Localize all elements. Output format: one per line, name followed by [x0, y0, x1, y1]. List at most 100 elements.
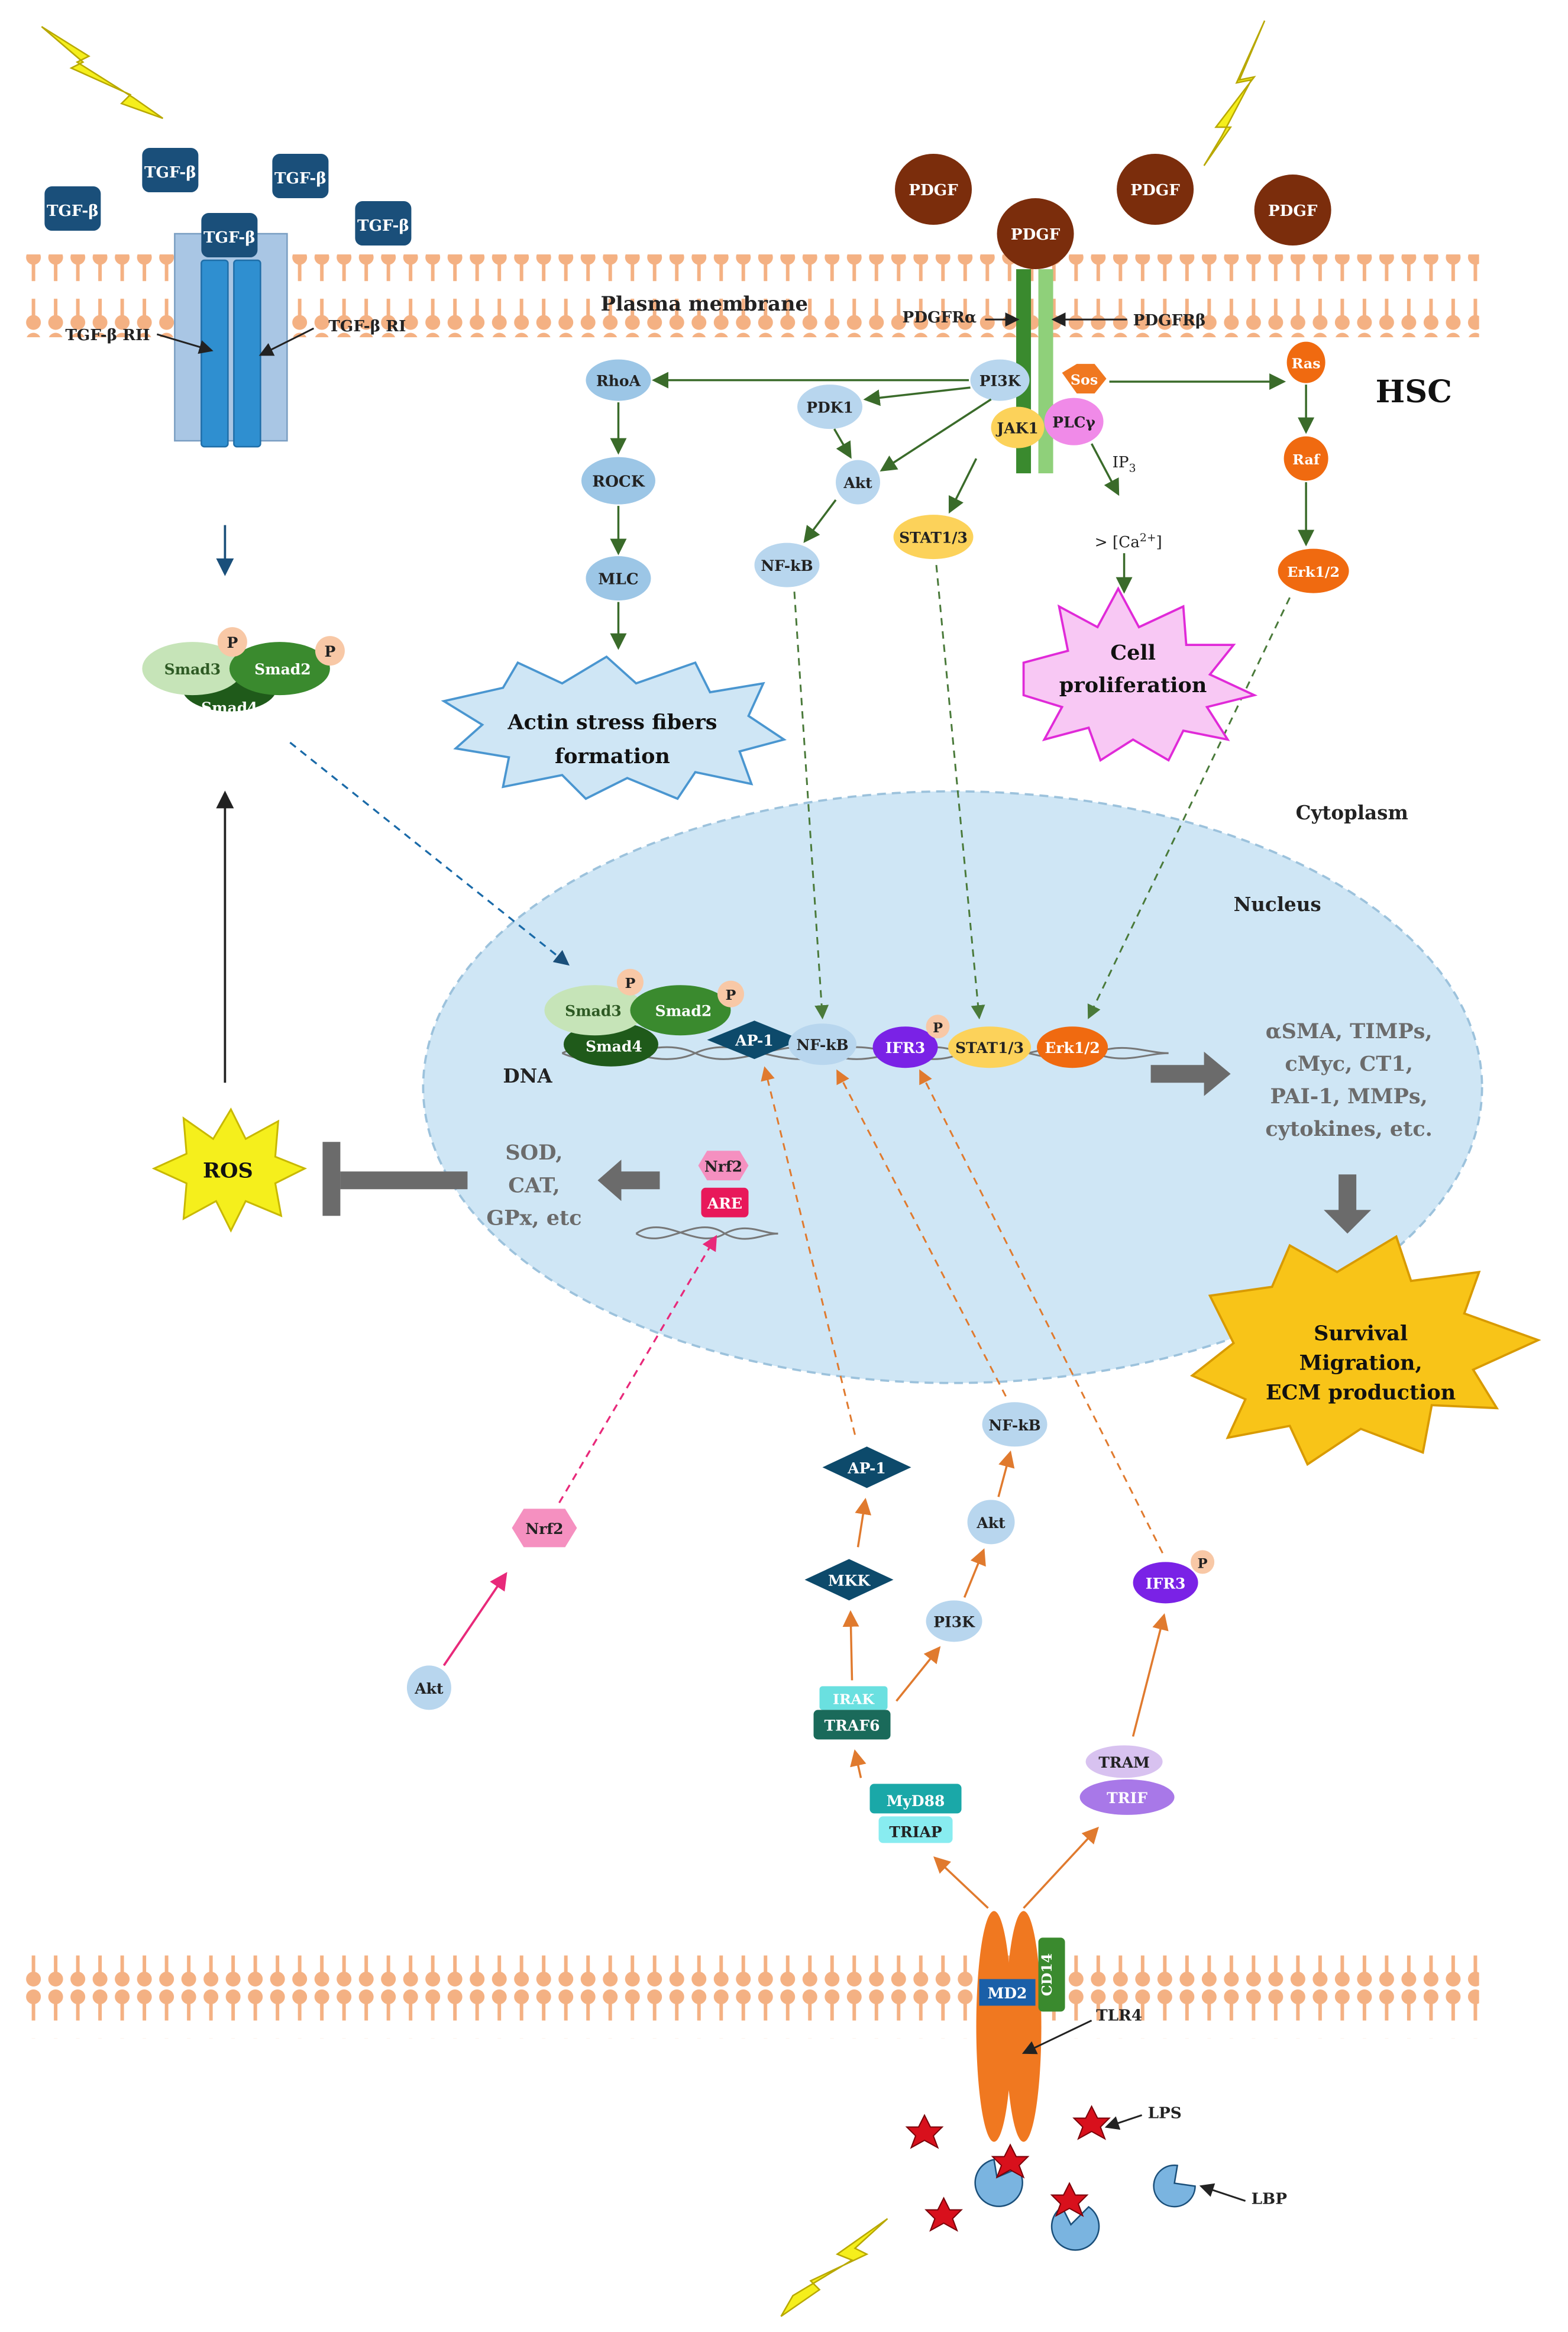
- svg-text:PLCγ: PLCγ: [1052, 414, 1095, 431]
- svg-text:Smad2: Smad2: [655, 1003, 712, 1020]
- antioxidant-enzymes: SOD, CAT, GPx, etc: [486, 1141, 581, 1230]
- antioxidant-output-arrow: [597, 1159, 660, 1201]
- svg-text:MKK: MKK: [828, 1572, 871, 1589]
- svg-text:P: P: [1198, 1556, 1208, 1571]
- tgf-beta-receptor-frame: [174, 232, 288, 442]
- are-dna: [635, 1226, 778, 1240]
- svg-text:Migration,: Migration,: [1299, 1351, 1422, 1375]
- smad-to-nucleus-arrow: [289, 741, 570, 966]
- svg-text:Akt: Akt: [843, 474, 872, 492]
- svg-text:P: P: [227, 634, 238, 651]
- svg-text:SOD,: SOD,: [505, 1141, 562, 1165]
- svg-text:AP-1: AP-1: [847, 1459, 886, 1477]
- tgf-beta-ligand: TGF-β: [272, 154, 329, 199]
- pdgfr-beta-bar: [1038, 269, 1053, 474]
- svg-text:TGF-β: TGF-β: [144, 163, 196, 182]
- svg-text:RhoA: RhoA: [596, 373, 641, 390]
- pdgfr-alpha-label: PDGFRα: [903, 308, 977, 327]
- pdgf-ligand: PDGF: [895, 154, 972, 225]
- irak-node: IRAK: [819, 1686, 888, 1710]
- stat-cyto-node: STAT1/3: [893, 515, 974, 560]
- svg-text:TGF-β: TGF-β: [357, 217, 409, 235]
- lbp-label: LBP: [1252, 2189, 1288, 2208]
- nrf2-to-are-arrow: [558, 1235, 717, 1504]
- svg-text:Actin stress fibers: Actin stress fibers: [507, 710, 717, 735]
- tgf-beta-rii-label: TGF-β RII: [65, 326, 150, 344]
- svg-text:STAT1/3: STAT1/3: [955, 1039, 1024, 1057]
- stat-nuclear: STAT1/3: [948, 1026, 1032, 1068]
- tgf-beta-rii-bar: [201, 259, 229, 448]
- svg-text:Akt: Akt: [976, 1514, 1006, 1532]
- nfkb-nuclear: NF-kB: [788, 1023, 857, 1065]
- svg-text:Erk1/2: Erk1/2: [1045, 1039, 1100, 1057]
- plc-gamma-node: PLCγ: [1044, 398, 1104, 445]
- pdgf-ligand: PDGF: [1254, 175, 1331, 246]
- tgf-beta-ligand: TGF-β: [44, 186, 101, 231]
- mlc-node: MLC: [586, 556, 651, 601]
- tram-node: TRAM: [1085, 1745, 1163, 1778]
- svg-text:Survival: Survival: [1314, 1321, 1408, 1345]
- svg-text:Erk1/2: Erk1/2: [1287, 564, 1340, 580]
- cell-proliferation-burst: Cell proliferation: [1022, 586, 1258, 762]
- svg-text:P: P: [726, 987, 736, 1003]
- svg-text:TRIAP: TRIAP: [889, 1823, 942, 1840]
- ip3-label: IP3: [1113, 454, 1136, 475]
- raf-node: Raf: [1284, 436, 1328, 481]
- svg-text:JAK1: JAK1: [995, 420, 1038, 437]
- survival-output-arrow: [1324, 1174, 1372, 1234]
- nucleus-label: Nucleus: [1234, 893, 1321, 916]
- survival-burst: Survival Migration, ECM production: [1189, 1235, 1541, 1467]
- nrf2-cyto-node: Nrf2: [512, 1509, 577, 1548]
- erk-cyto-node: Erk1/2: [1278, 548, 1349, 593]
- plasma-membrane-label: Plasma membrane: [600, 292, 808, 315]
- svg-text:Nrf2: Nrf2: [704, 1158, 742, 1175]
- svg-text:TRAM: TRAM: [1098, 1754, 1149, 1771]
- svg-text:cMyc, CT1,: cMyc, CT1,: [1285, 1052, 1413, 1076]
- svg-text:TGF-β: TGF-β: [47, 202, 99, 220]
- svg-text:PDGF: PDGF: [1268, 202, 1318, 220]
- are-element: ARE: [701, 1187, 749, 1217]
- ras-node: Ras: [1286, 341, 1325, 383]
- svg-text:Ras: Ras: [1292, 356, 1321, 372]
- svg-text:TRIF: TRIF: [1107, 1790, 1147, 1807]
- tgf-beta-ri-label: TGF-β RI: [328, 317, 406, 335]
- target-genes: αSMA, TIMPs, cMyc, CT1, PAI-1, MMPs, cyt…: [1265, 1019, 1432, 1141]
- rock-node: ROCK: [581, 457, 655, 505]
- irf3-nuclear: IFR3 P: [872, 1015, 950, 1068]
- svg-text:Raf: Raf: [1292, 451, 1321, 468]
- dna-label: DNA: [503, 1064, 552, 1087]
- traf6-node: TRAF6: [813, 1710, 891, 1740]
- pi3k-tlr-node: PI3K: [926, 1600, 982, 1642]
- tgf-beta-ligand: TGF-β: [355, 201, 412, 246]
- svg-text:Smad4: Smad4: [201, 699, 258, 716]
- mkk-node: MKK: [804, 1559, 894, 1601]
- svg-text:Cell: Cell: [1110, 641, 1156, 665]
- akt-left-node: Akt: [406, 1665, 451, 1710]
- pi3k-node: PI3K: [970, 359, 1030, 401]
- svg-text:TGF-β: TGF-β: [274, 169, 326, 188]
- svg-text:Smad4: Smad4: [586, 1038, 642, 1055]
- nfkb-tlr-node: NF-kB: [982, 1402, 1048, 1447]
- pdgfr-beta-label: PDGFRβ: [1133, 311, 1206, 330]
- svg-text:P: P: [933, 1020, 943, 1036]
- cell-type-label: HSC: [1376, 374, 1452, 410]
- ros-inhibition: [322, 1142, 468, 1216]
- sos-node: Sos: [1062, 364, 1107, 394]
- svg-text:PAI-1, MMPs,: PAI-1, MMPs,: [1270, 1084, 1427, 1109]
- pdgf-ligand-bound: PDGF: [997, 198, 1074, 270]
- svg-text:MLC: MLC: [598, 570, 638, 589]
- lps-bound: [991, 2143, 1089, 2217]
- lbp-molecules: [974, 2158, 1196, 2251]
- svg-text:IFR3: IFR3: [1146, 1575, 1186, 1592]
- svg-text:TGF-β: TGF-β: [203, 228, 256, 247]
- svg-text:NF-kB: NF-kB: [988, 1417, 1040, 1434]
- ros-burst: ROS: [151, 1107, 308, 1233]
- akt-tlr-node: Akt: [967, 1500, 1015, 1545]
- tlr4-receptor: [976, 1911, 1042, 2142]
- jak1-node: JAK1: [991, 406, 1045, 448]
- svg-text:Sos: Sos: [1071, 372, 1098, 388]
- svg-text:GPx, etc: GPx, etc: [486, 1206, 581, 1230]
- tgf-beta-ligand-bound: TGF-β: [201, 213, 258, 258]
